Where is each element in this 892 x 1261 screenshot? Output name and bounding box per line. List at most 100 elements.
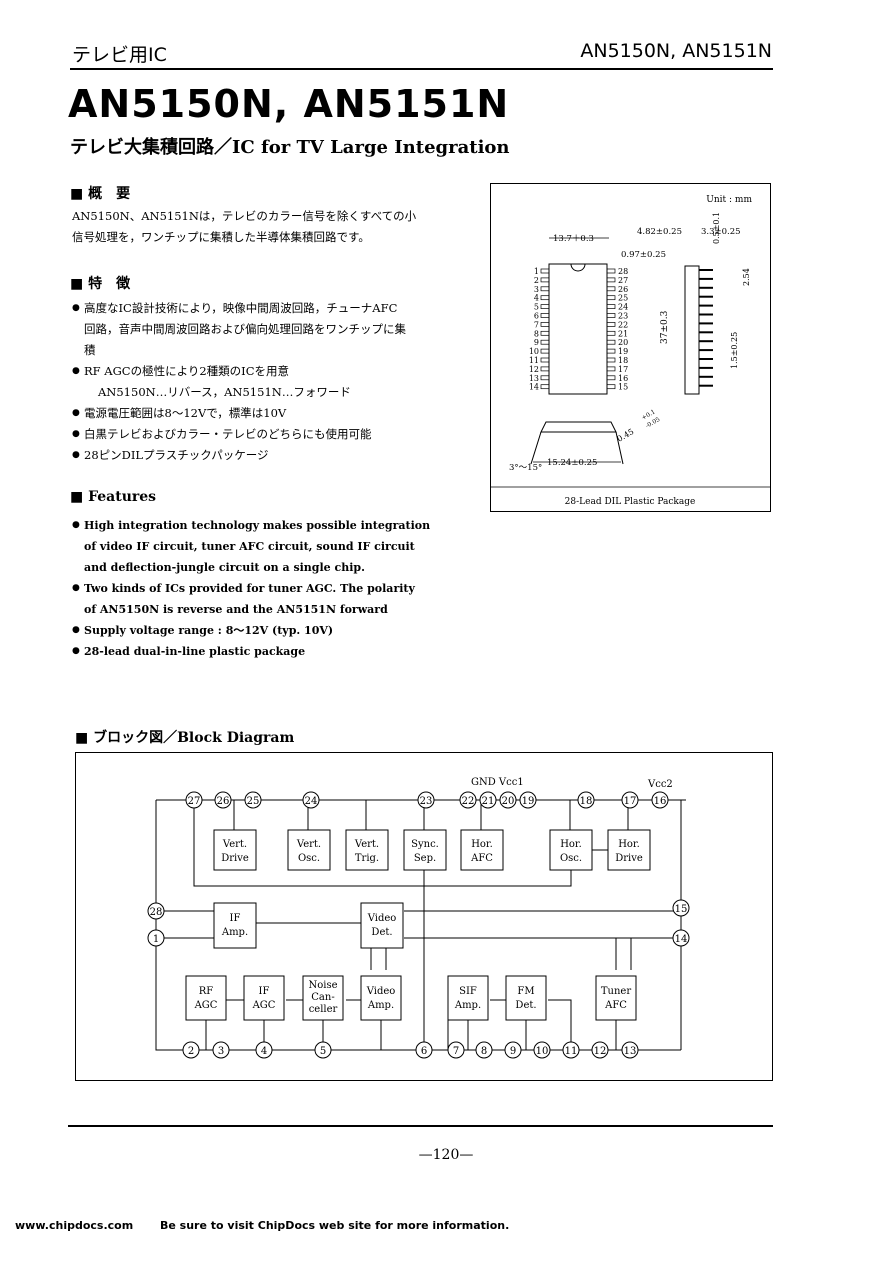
feature-jp-line: 高度なIC設計技術により，映像中間周波回路，チューナAFC (72, 298, 482, 319)
package-pin-right: 26 (618, 285, 628, 294)
package-pin-right: 17 (618, 365, 628, 374)
block-label: FM (517, 986, 534, 997)
feature-en-line: of AN5150N is reverse and the AN5151N fo… (84, 603, 388, 616)
package-pin-right: 22 (618, 320, 628, 329)
package-pin-left: 10 (529, 347, 539, 356)
pin-number: 7 (453, 1046, 459, 1057)
pin-number: 18 (580, 796, 593, 807)
pin-number: 23 (420, 796, 433, 807)
pin-number: 16 (654, 796, 667, 807)
block-label: Tuner (601, 986, 631, 997)
feature-jp-line: 回路，音声中間周波回路および偏向処理回路をワンチップに集 (84, 322, 406, 336)
page-title: AN5150N, AN5151N (68, 82, 510, 126)
site-link[interactable]: www.chipdocs.com (15, 1219, 134, 1232)
package-pin-right: 15 (618, 383, 628, 392)
feature-jp-line: 白黒テレビおよびカラー・テレビのどちらにも使用可能 (72, 424, 482, 445)
site-note: Be sure to visit ChipDocs web site for m… (160, 1219, 510, 1232)
block-label: Video (366, 986, 396, 997)
gnd-vcc1-label: GND Vcc1 (471, 777, 524, 788)
package-pin-left: 13 (529, 374, 539, 383)
header-part-numbers: AN5150N, AN5151N (580, 40, 772, 62)
page-subtitle: テレビ大集積回路／IC for TV Large Integration (70, 137, 510, 158)
block-label: Amp. (454, 1000, 481, 1011)
block-label: Drive (221, 853, 249, 864)
pin-number: 6 (421, 1046, 427, 1057)
feature-jp-line: RF AGCの極性により2種類のICを用意 (72, 361, 482, 382)
package-pin-left: 2 (534, 276, 539, 285)
feature-en-line: 28-lead dual-in-line plastic package (72, 641, 482, 662)
block-label: celler (309, 1004, 338, 1015)
package-pin-right: 21 (618, 329, 628, 338)
features-jp-list: 高度なIC設計技術により，映像中間周波回路，チューナAFC 回路，音声中間周波回路… (72, 298, 482, 466)
pin-number: 4 (261, 1046, 267, 1057)
block-label: Hor. (618, 839, 640, 850)
block-label: Sync. (411, 839, 439, 850)
pin-number: 2 (188, 1046, 194, 1057)
package-pin-right: 16 (618, 374, 628, 383)
pin-number: 26 (217, 796, 230, 807)
pin-number: 15 (675, 904, 688, 915)
pin-number: 3 (218, 1046, 224, 1057)
block-label: Hor. (560, 839, 582, 850)
features-en-list: High integration technology makes possib… (72, 515, 482, 662)
block-label: Vert. (296, 839, 321, 850)
header-category: テレビ用IC (72, 44, 167, 66)
block-label: Noise (308, 980, 337, 991)
overview-line: 信号処理を，ワンチップに集積した半導体集積回路です。 (72, 230, 370, 244)
package-pin-right: 28 (618, 267, 628, 276)
dim-lead-w: 0.5±0.1 (712, 212, 721, 244)
package-pin-left: 3 (534, 285, 539, 294)
pin-number: 1 (153, 934, 159, 945)
block-label: Vert. (222, 839, 247, 850)
overview-text: AN5150N、AN5151Nは，テレビのカラー信号を除くすべての小 信号処理を… (72, 206, 482, 248)
features-en-heading: ■ Features (70, 489, 157, 505)
block-label: Hor. (471, 839, 493, 850)
pin-number: 9 (510, 1046, 516, 1057)
package-pin-left: 7 (534, 320, 539, 329)
block-label: AGC (194, 1000, 218, 1011)
overview-line: AN5150N、AN5151Nは，テレビのカラー信号を除くすべての小 (72, 209, 417, 223)
block-label: Vert. (354, 839, 379, 850)
package-pin-left: 1 (534, 267, 539, 276)
package-pin-right: 18 (618, 356, 628, 365)
block-diagram-svg: GND Vcc1 Vcc2 Vert.DriveVert.Osc.Vert.Tr… (147, 777, 690, 1059)
block-label: RF (199, 986, 214, 997)
dim-lead-t: 1.5±0.25 (730, 332, 739, 369)
package-pin-left: 12 (529, 365, 539, 374)
pin-number: 25 (247, 796, 260, 807)
feature-jp-line: 電源電圧範囲は8～12Vで，標準は10V (72, 403, 482, 424)
footer-rule (68, 1125, 773, 1127)
pin-number: 22 (462, 796, 475, 807)
package-pin-right: 27 (618, 276, 628, 285)
feature-en-line: Supply voltage range : 8～12V (typ. 10V) (72, 620, 482, 641)
features-jp-heading: ■ 特 徴 (70, 276, 131, 292)
block-diagram-heading: ■ ブロック図／Block Diagram (75, 730, 295, 746)
package-svg: Unit : mm 13.7＋0.3 4.82±0.25 3.3±0.25 0.… (491, 195, 770, 507)
package-pin-left: 14 (529, 383, 539, 392)
package-pin-right: 25 (618, 294, 628, 303)
dim-pitch-tol: 0.97±0.25 (621, 250, 666, 260)
block-label: Det. (515, 1000, 536, 1011)
package-pin-left: 4 (534, 294, 539, 303)
feature-en-line: High integration technology makes possib… (72, 515, 482, 536)
dim-pitch: 2.54 (742, 268, 751, 286)
block-label: Amp. (221, 927, 248, 938)
feature-jp-line: 積 (84, 343, 96, 357)
feature-en-line: Two kinds of ICs provided for tuner AGC.… (72, 578, 482, 599)
package-drawing: Unit : mm 13.7＋0.3 4.82±0.25 3.3±0.25 0.… (490, 183, 771, 512)
dim-row-spacing: 15.24±0.25 (547, 458, 597, 468)
pin-number: 8 (481, 1046, 487, 1057)
package-pin-left: 8 (534, 329, 539, 338)
pin-number: 11 (565, 1046, 578, 1057)
pin-number: 27 (188, 796, 201, 807)
package-pin-left: 5 (534, 303, 539, 312)
block-label: Trig. (355, 853, 379, 864)
dim-length: 37±0.3 (660, 310, 670, 344)
block-label: Det. (371, 927, 392, 938)
package-caption: 28-Lead DIL Plastic Package (565, 497, 696, 507)
pin-number: 28 (150, 907, 163, 918)
page-number: —120— (418, 1147, 474, 1163)
block-label: Sep. (414, 853, 436, 864)
pin-number: 13 (624, 1046, 637, 1057)
package-pin-right: 24 (618, 303, 628, 312)
